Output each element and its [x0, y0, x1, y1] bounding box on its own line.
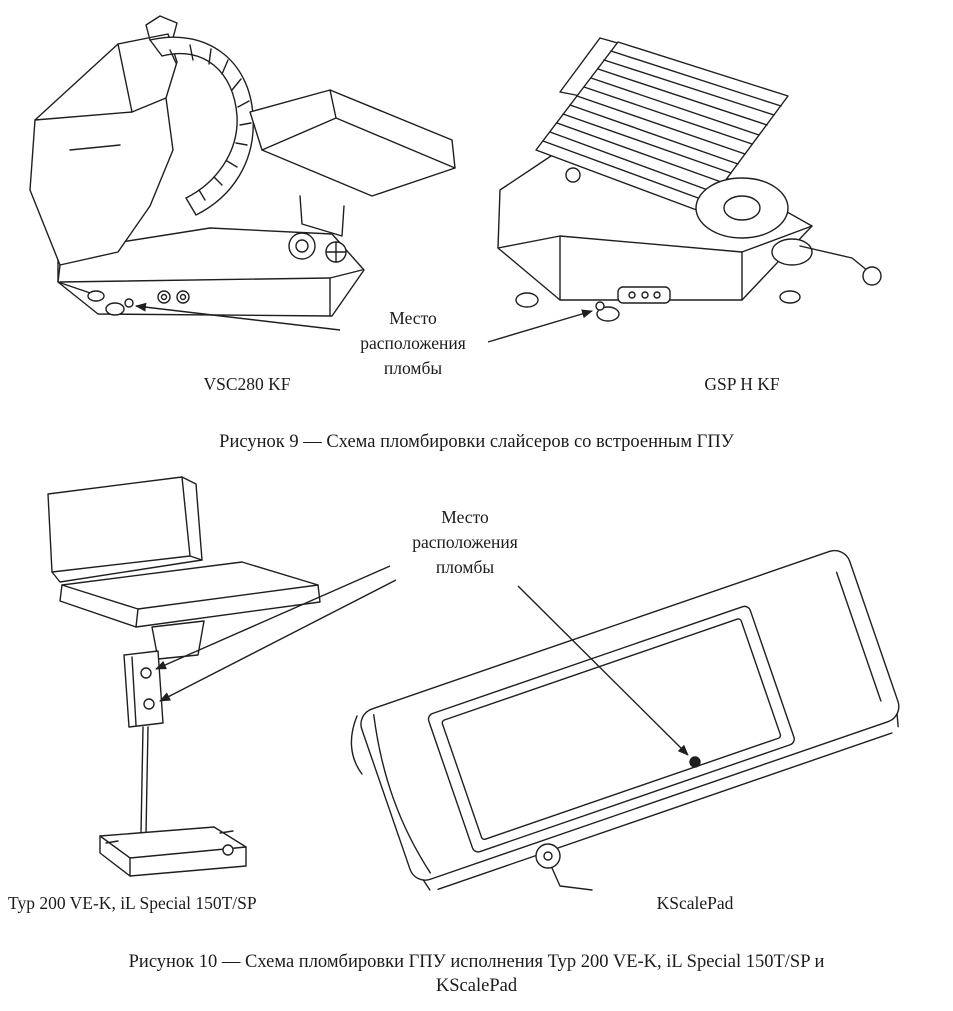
leader-arrow-to-gsp	[488, 309, 593, 342]
kscalepad-drawing	[351, 546, 907, 896]
figure10-seal-location-label: Место расположения пломбы	[412, 507, 518, 577]
typ200-scale-drawing	[48, 477, 320, 876]
kscalepad-seal-point	[690, 757, 700, 767]
gsp-seal-point	[596, 302, 604, 310]
figure10-caption: Рисунок 10 — Схема пломбировки ГПУ испол…	[0, 950, 953, 998]
leader-arrow-to-column-upper	[155, 566, 390, 669]
figure10-caption-line2: KScalePad	[435, 976, 518, 996]
gsp-model-label: GSP H KF	[704, 374, 780, 394]
figure9-seal-location-label: Место расположения пломбы	[360, 308, 466, 378]
typ200-seal-point-upper	[141, 668, 151, 678]
typ200-model-label: Typ 200 VE-K, iL Special 150T/SP	[8, 893, 257, 913]
figure10-leader-arrows	[155, 566, 689, 756]
figure10-caption-line1: Рисунок 10 — Схема пломбировки ГПУ испол…	[128, 952, 825, 972]
leader-arrow-to-column-lower	[159, 580, 396, 701]
vsc280-model-label: VSC280 KF	[203, 374, 291, 394]
leader-arrow-to-kscalepad	[518, 586, 689, 756]
figure9-leader-arrows	[135, 302, 593, 342]
vsc280-seal-point	[125, 299, 133, 307]
figure9-caption: Рисунок 9 — Схема пломбировки слайсеров …	[219, 432, 734, 452]
leader-arrow-to-vsc280	[135, 302, 340, 330]
brand-plate	[618, 287, 670, 303]
typ200-seal-point-lower	[144, 699, 154, 709]
kscalepad-model-label: KScalePad	[656, 893, 734, 913]
vsc280-slicer-drawing	[30, 16, 455, 316]
gsp-slicer-drawing	[498, 38, 881, 321]
